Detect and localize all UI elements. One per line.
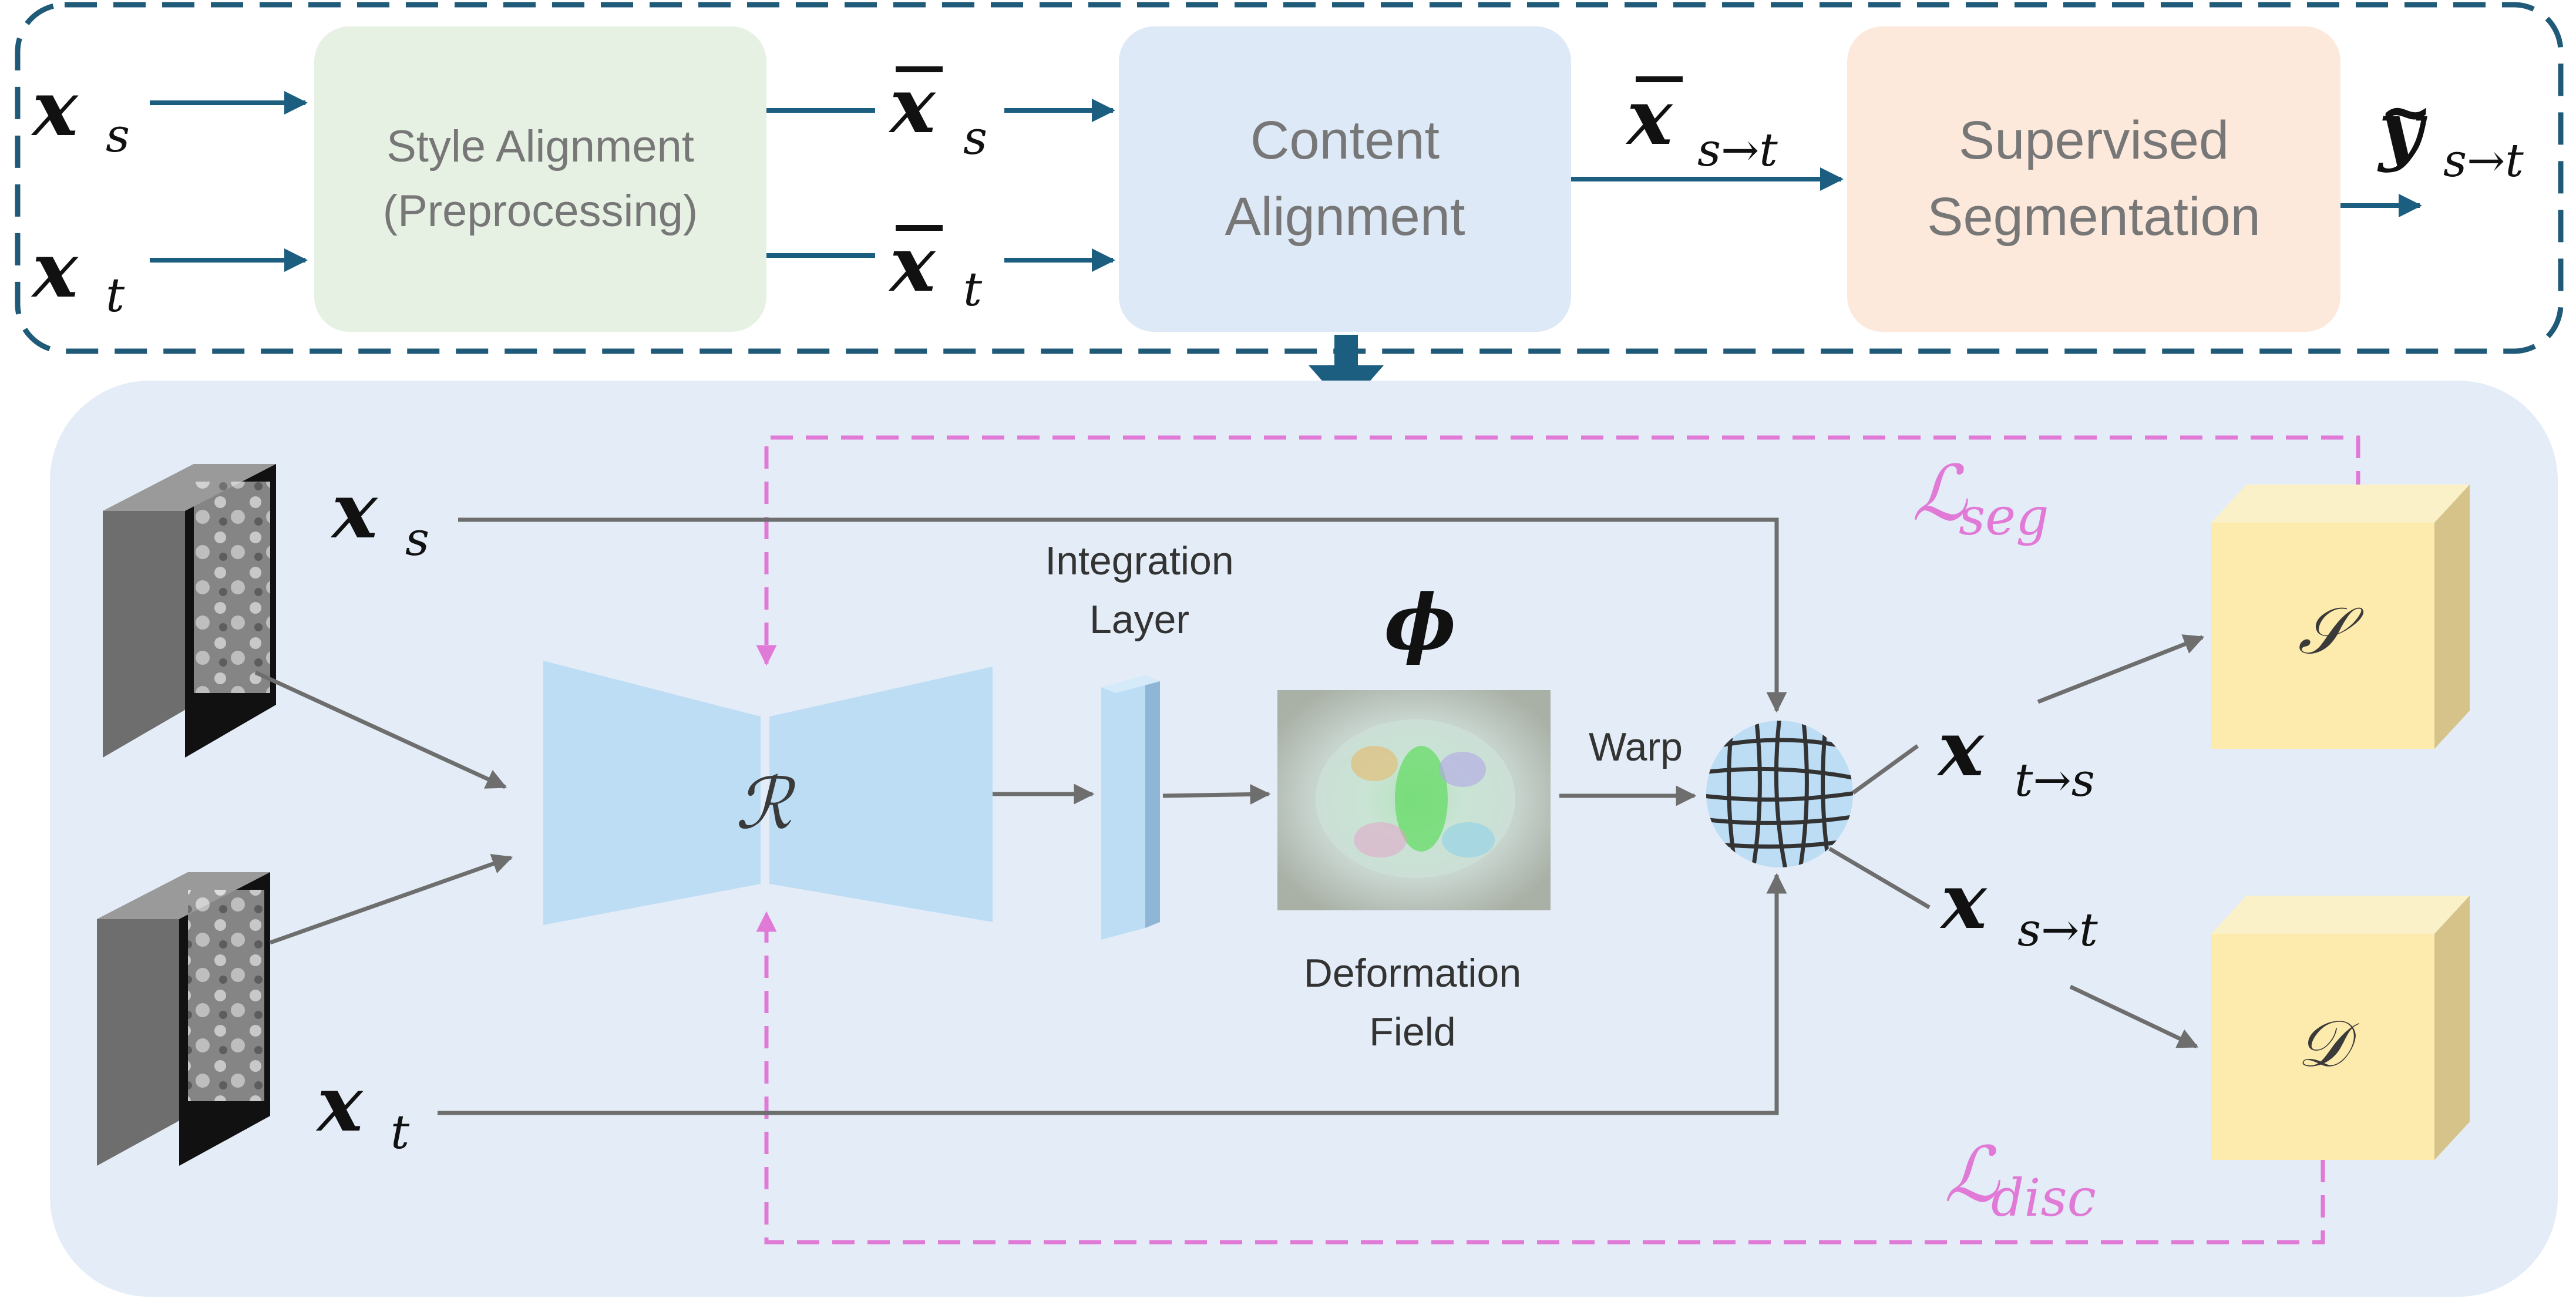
supervised-segmentation-line2: Segmentation (1927, 187, 2261, 247)
arrow-integration-to-field (1162, 784, 1271, 805)
svg-text:t: t (391, 1105, 410, 1159)
loss-disc-label: ℒ disc (1944, 1130, 2096, 1228)
input-xt-label: 𝒙 t (31, 225, 125, 322)
content-alignment-line2: Alignment (1225, 187, 1465, 247)
discriminator-cube (2211, 896, 2470, 1160)
svg-text:t: t (963, 262, 983, 317)
xs-bar-label: 𝒙 s (888, 60, 987, 165)
style-alignment-box (314, 26, 766, 332)
svg-text:s→t: s→t (2017, 904, 2098, 957)
xt-bar-label: 𝒙 t (888, 219, 983, 317)
input-xs-label: 𝒙 s (31, 63, 130, 163)
style-alignment-line1: Style Alignment (386, 122, 694, 171)
svg-text:𝒙: 𝒙 (888, 219, 936, 309)
arrow-to-discriminator (2069, 984, 2199, 1049)
svg-text:t: t (106, 268, 125, 322)
detail-xt-label: 𝒙 t (315, 1059, 410, 1159)
mri-target-image (97, 872, 270, 1166)
registration-network (543, 661, 993, 925)
loss-seg-label: ℒ seg (1912, 449, 2049, 547)
arrow-mri-s-to-net (254, 670, 507, 789)
warp-out-lower (1828, 846, 1931, 910)
style-alignment-line2: (Preprocessing) (383, 186, 698, 236)
loss-seg-path (756, 435, 2360, 666)
svg-text:𝒙: 𝒙 (1939, 856, 1988, 946)
svg-text:𝒚: 𝒚 (2377, 84, 2427, 174)
segmenter-cube (2211, 485, 2470, 749)
pipeline-border (15, 2, 2564, 354)
svg-text:𝒙: 𝒙 (888, 60, 936, 150)
svg-text:seg: seg (1959, 486, 2049, 547)
deformation-field-line1: Deformation (1304, 951, 1521, 995)
deformation-field-image (1277, 690, 1551, 910)
arrow-xs-to-warp (458, 517, 1787, 713)
supervised-segmentation-line1: Supervised (1959, 110, 2229, 170)
content-alignment-box (1119, 26, 1571, 332)
svg-text:~: ~ (2379, 73, 2433, 149)
arrow-mri-t-to-net (269, 854, 513, 945)
svg-text:𝒙: 𝒙 (31, 225, 79, 315)
loss-disc-path (756, 911, 2325, 1245)
registration-symbol: ℛ (735, 764, 796, 845)
svg-text:disc: disc (1991, 1168, 2096, 1228)
svg-text:s: s (963, 110, 987, 165)
x-t-to-s-label: 𝒙 t→s (1936, 704, 2095, 807)
warp-out-upper (1851, 744, 1919, 795)
mri-source-image (103, 464, 276, 758)
svg-text:s→t: s→t (2443, 134, 2524, 187)
phi-symbol: ϕ (1384, 577, 1456, 667)
content-alignment-line1: Content (1250, 110, 1440, 170)
integration-layer-line1: Integration (1045, 539, 1233, 583)
svg-text:𝒙: 𝒙 (330, 466, 378, 556)
svg-text:s→t: s→t (1697, 124, 1778, 177)
detail-xs-label: 𝒙 s (330, 466, 429, 566)
svg-text:s: s (106, 108, 130, 163)
arrow-to-segmenter (2037, 634, 2205, 704)
svg-text:t→s: t→s (2015, 754, 2095, 807)
deformation-field-line2: Field (1369, 1010, 1455, 1054)
content-output-label: 𝒙 s→t (1625, 72, 1778, 177)
svg-text:𝒙: 𝒙 (31, 63, 79, 153)
svg-text:ℒ: ℒ (1944, 1130, 2000, 1219)
svg-text:𝒙: 𝒙 (1625, 72, 1673, 162)
final-output-label: ~ 𝒚 s→t (2377, 73, 2524, 187)
integration-layer (1101, 675, 1160, 940)
svg-text:𝒙: 𝒙 (315, 1059, 364, 1149)
integration-layer-line2: Layer (1089, 597, 1189, 642)
supervised-segmentation-box (1847, 26, 2340, 332)
svg-text:ℒ: ℒ (1912, 449, 1968, 538)
svg-text:s: s (405, 512, 429, 566)
x-s-to-t-label: 𝒙 s→t (1939, 856, 2098, 957)
warp-label: Warp (1589, 725, 1683, 769)
svg-text:𝒙: 𝒙 (1936, 704, 1985, 793)
arrow-xt-to-warp (438, 873, 1787, 1115)
